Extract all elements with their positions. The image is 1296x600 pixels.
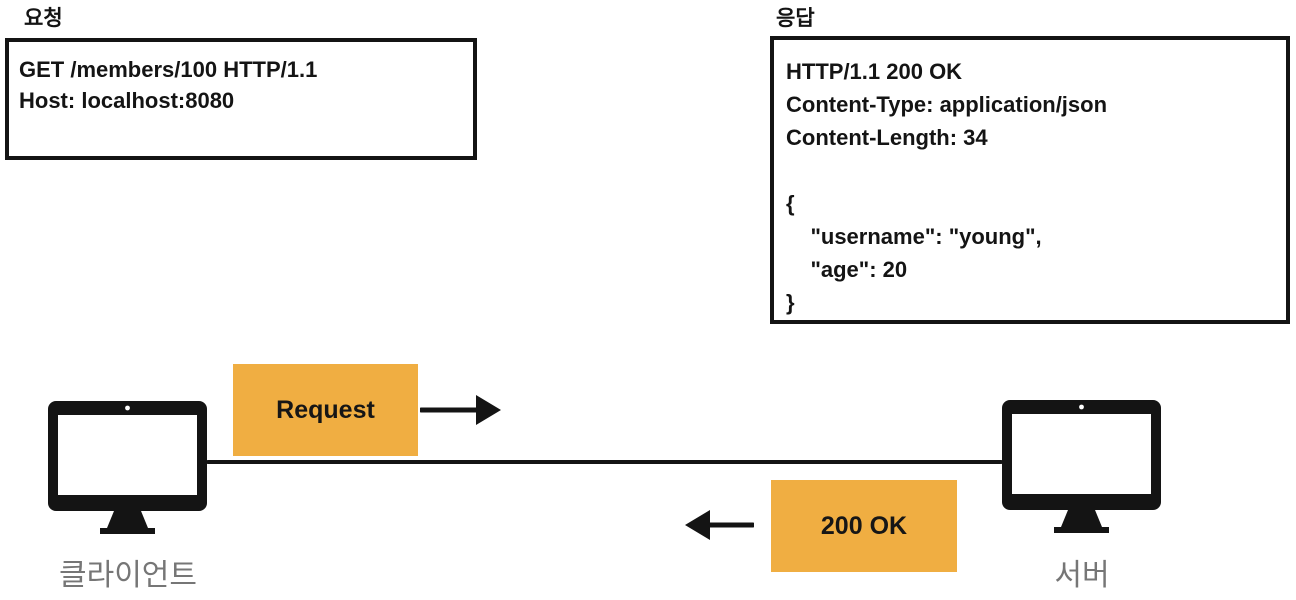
- response-flow-label: 200 OK: [820, 511, 908, 540]
- server-monitor-icon: [1002, 400, 1161, 533]
- request-flow-badge: Request: [233, 364, 418, 456]
- response-flow-badge: 200 OK: [771, 480, 957, 572]
- client-monitor-icon: [48, 401, 207, 534]
- response-line: Content-Length: 34: [786, 125, 988, 150]
- request-line: GET /members/100 HTTP/1.1: [19, 57, 318, 82]
- request-line: Host: localhost:8080: [19, 88, 235, 113]
- response-line: }: [786, 290, 795, 315]
- response-line: {: [786, 191, 795, 216]
- arrow-right-icon: [420, 395, 501, 425]
- client-label: 클라이언트: [59, 559, 197, 592]
- response-line: HTTP/1.1 200 OK: [786, 59, 963, 84]
- response-box: HTTP/1.1 200 OK Content-Type: applicatio…: [770, 36, 1290, 324]
- network-connection-line: [206, 460, 1003, 464]
- server-label: 서버: [1054, 559, 1110, 592]
- arrow-left-icon: [685, 510, 754, 540]
- request-flow-label: Request: [276, 395, 375, 424]
- response-line: "age": 20: [786, 257, 908, 282]
- response-line: [786, 154, 1274, 187]
- request-box: GET /members/100 HTTP/1.1 Host: localhos…: [5, 38, 477, 160]
- response-line: "username": "young",: [786, 224, 1042, 249]
- response-line: Content-Type: application/json: [786, 92, 1108, 117]
- response-heading: 응답: [776, 7, 815, 30]
- request-heading: 요청: [24, 7, 63, 30]
